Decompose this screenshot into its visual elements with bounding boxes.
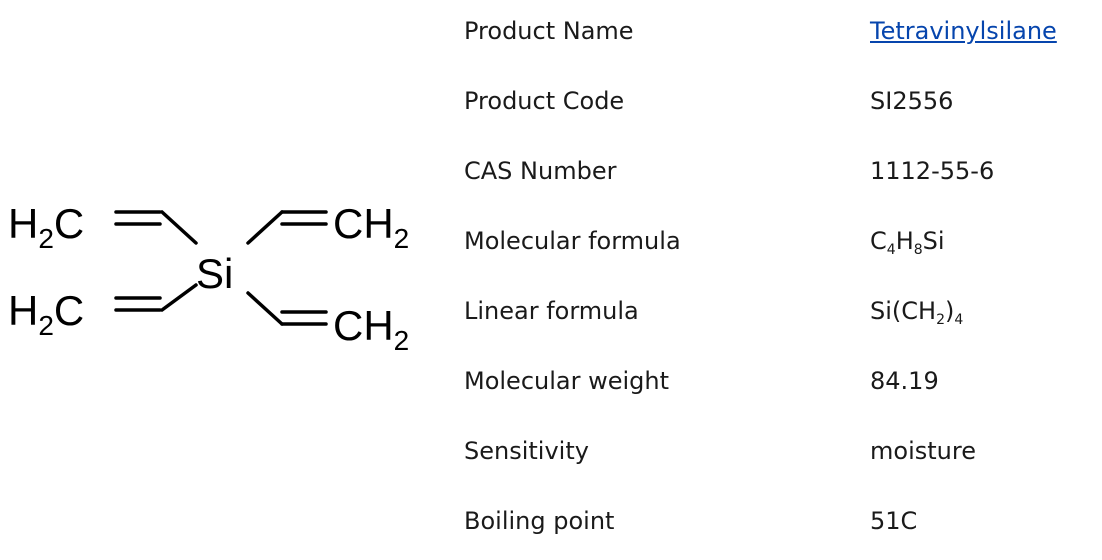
bottom-right-group: CH2 bbox=[333, 302, 409, 355]
linear-formula-label: Linear formula bbox=[464, 297, 639, 325]
top-left-group: H2C bbox=[8, 200, 84, 254]
row-product-code: Product Code SI2556 bbox=[464, 70, 1102, 140]
bond-bottom-left-si bbox=[160, 283, 198, 312]
row-linear-formula: Linear formula Si(CH2)4 bbox=[464, 280, 1102, 350]
row-sensitivity: Sensitivity moisture bbox=[464, 420, 1102, 490]
product-code-label: Product Code bbox=[464, 87, 625, 115]
molecular-weight-label: Molecular weight bbox=[464, 367, 670, 395]
top-right-group: CH2 bbox=[333, 200, 409, 254]
boiling-point-value: 51C bbox=[870, 507, 918, 535]
structure-drawing: H2C H2C CH2 CH2 Si bbox=[8, 200, 409, 355]
bond-si-bottom-right bbox=[246, 291, 284, 326]
molecular-formula-label: Molecular formula bbox=[464, 227, 681, 255]
sensitivity-label: Sensitivity bbox=[464, 437, 589, 465]
product-code-value: SI2556 bbox=[870, 87, 954, 115]
product-name-link[interactable]: Tetravinylsilane bbox=[870, 17, 1057, 45]
product-name-label: Product Name bbox=[464, 17, 634, 45]
molecular-formula-value: C4H8Si bbox=[870, 227, 945, 258]
product-name-value: Tetravinylsilane bbox=[870, 14, 1057, 48]
silicon-atom: Si bbox=[196, 250, 233, 297]
sensitivity-value: moisture bbox=[870, 437, 976, 465]
chemical-structure: H2C H2C CH2 CH2 Si bbox=[0, 185, 440, 355]
bond-si-top-right bbox=[246, 210, 284, 245]
bottom-left-group: H2C bbox=[8, 287, 84, 341]
row-molecular-formula: Molecular formula C4H8Si bbox=[464, 210, 1102, 280]
row-boiling-point: Boiling point 51C bbox=[464, 490, 1102, 560]
cas-number-value: 1112-55-6 bbox=[870, 157, 995, 185]
linear-formula-value: Si(CH2)4 bbox=[870, 297, 964, 328]
boiling-point-label: Boiling point bbox=[464, 507, 615, 535]
row-product-name: Product Name Tetravinylsilane bbox=[464, 0, 1102, 70]
bond-top-left-si bbox=[160, 210, 198, 245]
cas-number-label: CAS Number bbox=[464, 157, 617, 185]
row-cas-number: CAS Number 1112-55-6 bbox=[464, 140, 1102, 210]
bonds bbox=[114, 210, 328, 326]
properties-table: Product Name Tetravinylsilane Product Co… bbox=[464, 0, 1102, 560]
molecular-weight-value: 84.19 bbox=[870, 367, 939, 395]
row-molecular-weight: Molecular weight 84.19 bbox=[464, 350, 1102, 420]
